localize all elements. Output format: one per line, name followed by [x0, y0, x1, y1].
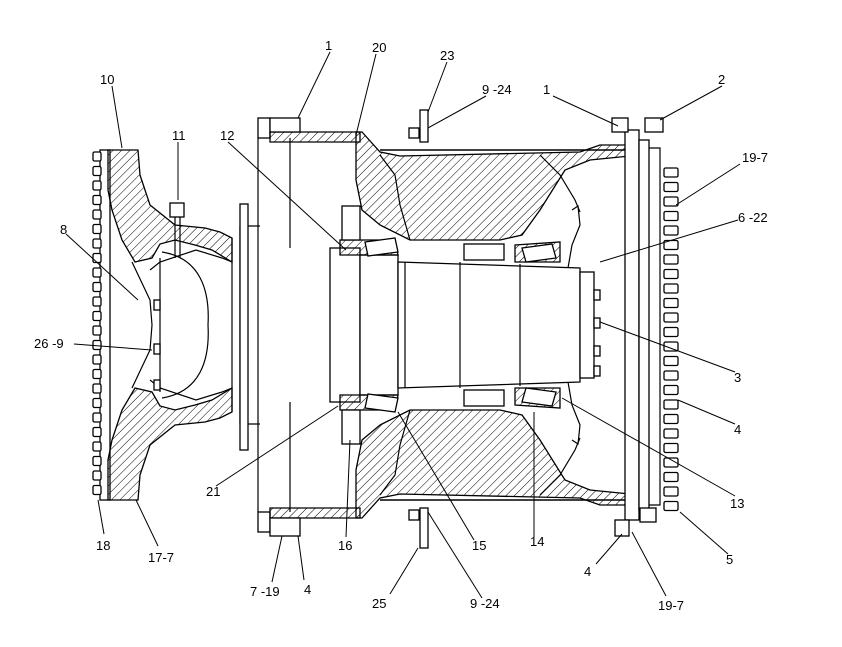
callout-26-9: 26 -9: [34, 336, 64, 351]
callout-21: 21: [206, 484, 220, 499]
bolt-head: [663, 326, 679, 338]
main-housing: [257, 117, 641, 533]
callout-2: 2: [718, 72, 725, 87]
bolt-head: [92, 354, 102, 365]
callout-4-right: 4: [734, 422, 741, 437]
bolt-head: [663, 167, 679, 178]
bolt-head: [92, 252, 102, 264]
callout-9-24-bottom: 9 -24: [470, 596, 500, 611]
callout-12: 12: [220, 128, 234, 143]
bolt-head: [663, 196, 679, 207]
bolt-head: [92, 281, 102, 293]
callout-6-22: 6 -22: [738, 210, 768, 225]
bolt-head: [663, 341, 679, 352]
bolt-head: [663, 428, 679, 439]
bolt-head: [92, 455, 102, 467]
bolt-head: [92, 339, 102, 351]
bolt-head: [92, 238, 102, 249]
bolt-head: [663, 399, 679, 410]
callout-16: 16: [338, 538, 352, 553]
callout-leaders: [65, 51, 741, 599]
callout-20: 20: [372, 40, 386, 55]
spindle-shaft: [329, 204, 601, 446]
callout-1-top-right: 1: [543, 82, 550, 97]
bolt-head: [663, 254, 679, 265]
bolt-head: [92, 397, 102, 409]
bolt-head: [663, 457, 679, 468]
callout-19-7-top: 19-7: [742, 150, 768, 165]
callout-4-bottom-right: 4: [584, 564, 591, 579]
callout-1-top-left: 1: [325, 38, 332, 53]
bolt-head: [663, 297, 679, 309]
fittings: [269, 109, 429, 549]
bolt-head: [92, 484, 102, 496]
bolt-head: [663, 268, 679, 280]
bolt-head: [92, 151, 102, 162]
callout-14: 14: [530, 534, 544, 549]
callout-18: 18: [96, 538, 110, 553]
bolt-head: [92, 426, 102, 438]
bolt-head: [92, 368, 102, 380]
bolt-head: [663, 181, 679, 193]
callout-8: 8: [60, 222, 67, 237]
bolt-head: [663, 442, 679, 454]
bolt-head: [663, 225, 679, 236]
bearings: [339, 205, 561, 445]
bolt-head: [92, 412, 102, 423]
bolt-head: [92, 194, 102, 206]
bolt-head: [92, 325, 102, 336]
callout-labels: 1 20 23 9 -24 1 2 10 11 12 19-7 6 -22 8 …: [34, 38, 768, 613]
bolt-head: [92, 267, 102, 278]
bolt-head: [663, 210, 679, 222]
bolt-head: [663, 283, 679, 294]
right-cover: [611, 117, 679, 537]
callout-23: 23: [440, 48, 454, 63]
callout-9-24-top: 9 -24: [482, 82, 512, 97]
callout-7-19: 7 -19: [250, 584, 280, 599]
bolt-head: [663, 486, 679, 497]
bolt-head: [663, 500, 679, 512]
callout-5: 5: [726, 552, 733, 567]
bolt-head: [663, 471, 679, 483]
callout-15: 15: [472, 538, 486, 553]
bolt-head: [92, 470, 102, 481]
bolt-head: [663, 370, 679, 381]
bolt-head: [663, 355, 679, 367]
left-carrier-casting: [107, 149, 260, 501]
callout-17-7: 17-7: [148, 550, 174, 565]
bolt-head: [92, 441, 102, 452]
bolt-head: [92, 383, 102, 394]
callout-3: 3: [734, 370, 741, 385]
bolt-head: [663, 312, 679, 323]
callout-25: 25: [372, 596, 386, 611]
callout-13: 13: [730, 496, 744, 511]
bolt-head: [92, 296, 102, 307]
bolt-head: [92, 209, 102, 220]
bolt-head: [663, 413, 679, 425]
bolt-head: [92, 165, 102, 177]
bolt-head: [92, 310, 102, 322]
bolt-head: [92, 180, 102, 191]
callout-19-7-bottom: 19-7: [658, 598, 684, 613]
left-flange-bolt-heads: [92, 151, 102, 496]
callout-10: 10: [100, 72, 114, 87]
callout-4-bottom-left: 4: [304, 582, 311, 597]
bolt-head: [92, 223, 102, 235]
right-cover-bolt-heads: [663, 167, 679, 512]
left-flange-plate: [92, 149, 111, 501]
callout-11: 11: [172, 128, 186, 143]
bolt-head: [663, 384, 679, 396]
